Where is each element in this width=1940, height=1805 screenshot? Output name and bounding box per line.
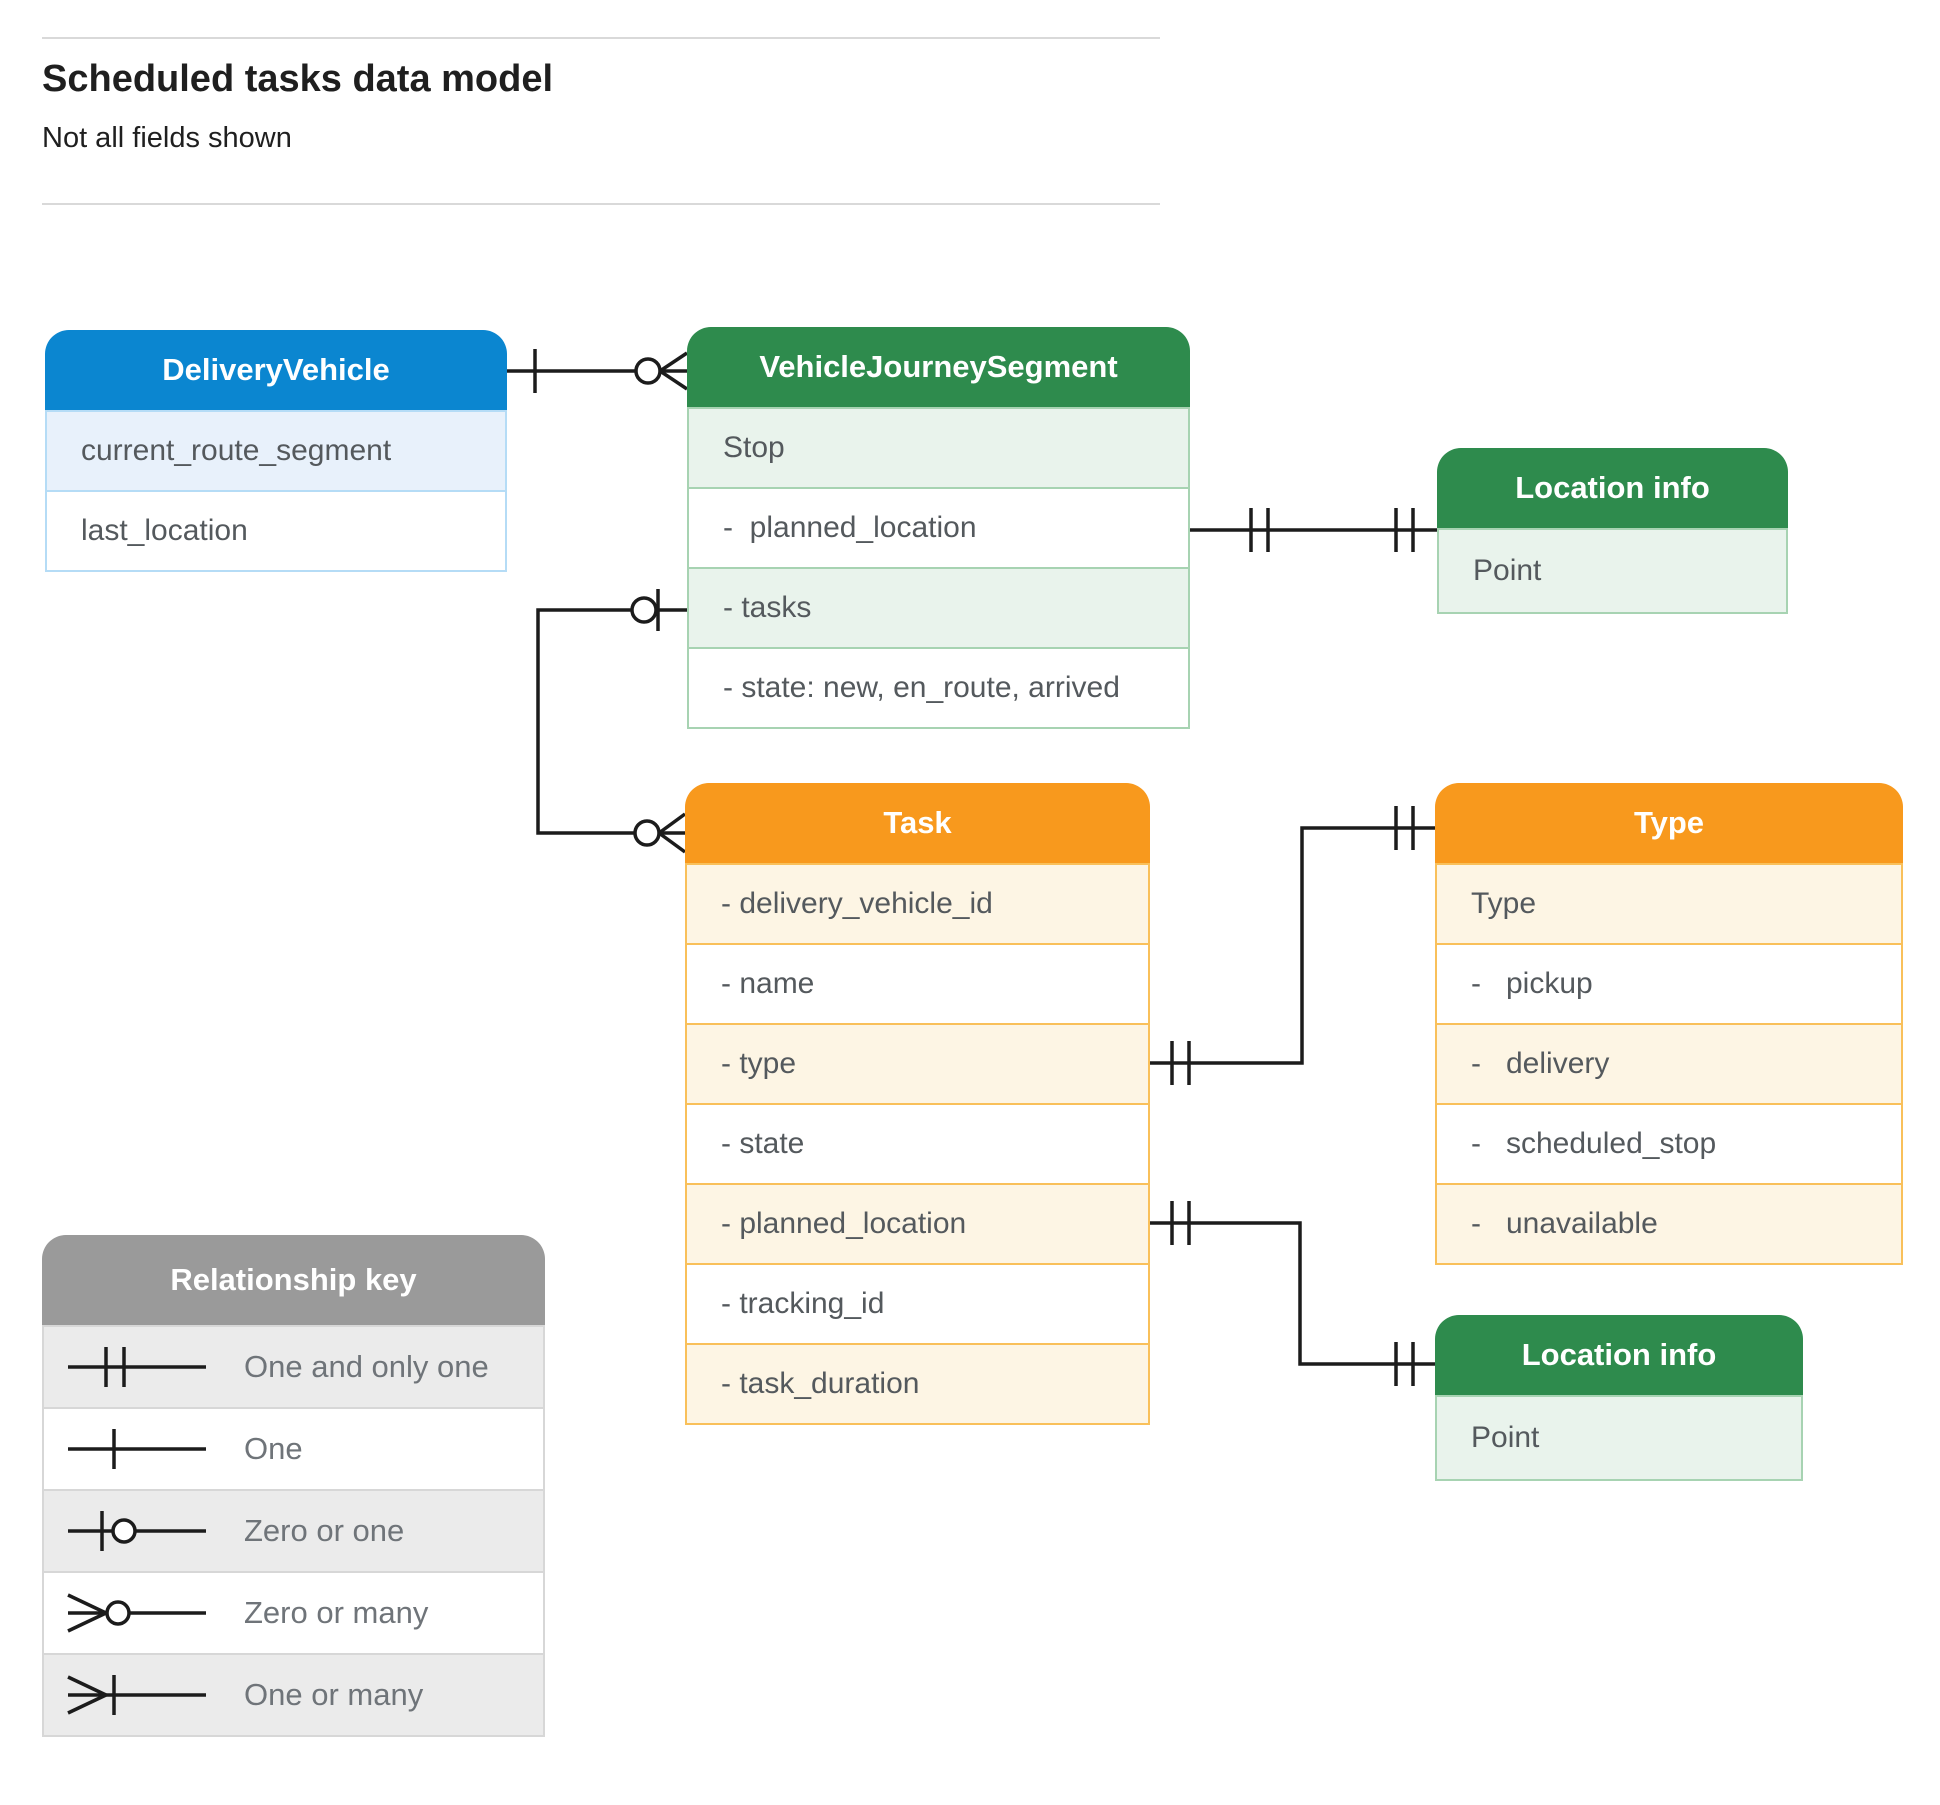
legend-label: One or many [244,1677,424,1712]
relationship-key: Relationship key One and only one One Ze… [42,1235,545,1737]
field-row: current_route_segment [47,410,505,490]
legend-label: One [244,1431,303,1466]
page-title: Scheduled tasks data model [42,58,554,100]
entity-vehicle-journey-segment: VehicleJourneySegment Stop - planned_loc… [687,327,1190,729]
legend-item: One and only one [44,1325,543,1407]
top-divider [42,37,1160,39]
field-row: Stop [689,407,1188,487]
legend-item: One or many [44,1653,543,1735]
field-row: - delivery_vehicle_id [687,863,1148,943]
entity-header: Task [685,783,1150,863]
legend-item: One [44,1407,543,1489]
connector-deliveryvehicle-vehiclejourneysegment [507,349,688,393]
legend-item: Zero or many [44,1571,543,1653]
entity-location-info-task: Location info Point [1435,1315,1803,1481]
field-row: - name [687,943,1148,1023]
title-divider [42,203,1160,205]
entity-header: Location info [1435,1315,1803,1395]
entity-task: Task - delivery_vehicle_id - name - type… [685,783,1150,1425]
connector-tasks-task [536,589,687,854]
connector-plannedlocation-locationinfo [1190,508,1437,552]
connector-tasktype-type [1150,806,1435,1085]
zero-or-many-icon [67,1593,206,1633]
entity-delivery-vehicle: DeliveryVehicle current_route_segment la… [45,330,507,572]
connector-taskplannedlocation-locationinfo [1150,1201,1435,1386]
field-row: Type [1437,863,1901,943]
field-row: - planned_location [687,1183,1148,1263]
one-and-only-one-icon [68,1347,206,1387]
one-or-many-icon [67,1675,206,1715]
entity-header: VehicleJourneySegment [687,327,1190,407]
legend-label: Zero or many [244,1595,429,1630]
page-subtitle: Not all fields shown [42,122,292,154]
field-row: Point [1437,1395,1801,1479]
field-row: - state [687,1103,1148,1183]
field-row: - state: new, en_route, arrived [689,647,1188,727]
field-row: - pickup [1437,943,1901,1023]
legend-item: Zero or one [44,1489,543,1571]
field-row: - task_duration [687,1343,1148,1423]
field-row: - scheduled_stop [1437,1103,1901,1183]
field-row: last_location [47,490,505,570]
field-row: - tracking_id [687,1263,1148,1343]
field-row: Point [1439,528,1786,612]
legend-header: Relationship key [42,1235,545,1325]
field-row: - tasks [689,567,1188,647]
legend-label: Zero or one [244,1513,405,1548]
zero-or-one-icon [68,1511,206,1551]
one-icon [68,1429,206,1469]
field-row: - type [687,1023,1148,1103]
entity-header: Type [1435,783,1903,863]
field-row: - delivery [1437,1023,1901,1103]
field-row: - unavailable [1437,1183,1901,1263]
entity-type: Type Type - pickup - delivery - schedule… [1435,783,1903,1265]
entity-header: Location info [1437,448,1788,528]
field-row: - planned_location [689,487,1188,567]
entity-header: DeliveryVehicle [45,330,507,410]
legend-label: One and only one [244,1349,489,1384]
entity-location-info-segment: Location info Point [1437,448,1788,614]
